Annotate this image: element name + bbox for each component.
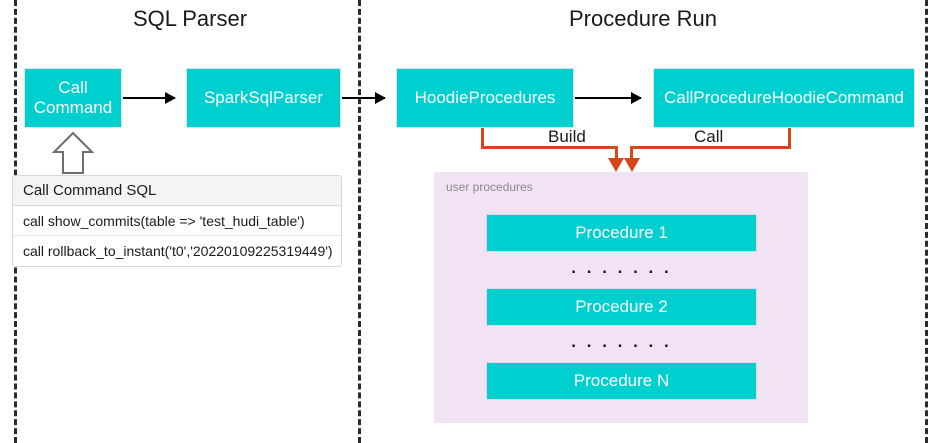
arrow-spark-sql-parser-to-hoodie-procedures	[342, 92, 386, 104]
call-arrowhead-icon	[624, 158, 640, 172]
node-call-command-line1: Call	[58, 77, 88, 97]
divider-right	[925, 0, 928, 443]
procedures-ellipsis: . . . . . . .	[571, 332, 672, 351]
build-arrowhead-icon	[608, 158, 624, 172]
sql-table-header: Call Command SQL	[13, 176, 341, 206]
connector-label-build: Build	[548, 127, 586, 146]
build-connector-segment	[481, 146, 618, 149]
divider-middle	[358, 0, 361, 443]
call-connector-segment	[630, 146, 633, 160]
call-command-sql-table: Call Command SQL call show_commits(table…	[12, 175, 342, 267]
table-row: call show_commits(table => 'test_hudi_ta…	[13, 206, 341, 236]
section-title-sql-parser: SQL Parser	[132, 6, 248, 31]
node-call-command-line2: Command	[33, 98, 113, 117]
user-procedures-panel: user procedures Procedure 1 . . . . . . …	[434, 172, 808, 423]
node-spark-sql-parser[interactable]: SparkSqlParser	[186, 68, 341, 128]
section-title-procedure-run: Procedure Run	[569, 6, 717, 31]
list-item[interactable]: Procedure N	[486, 362, 757, 400]
hollow-up-arrow-icon	[52, 131, 94, 174]
call-connector-segment	[788, 128, 791, 149]
list-item[interactable]: Procedure 1	[486, 214, 757, 252]
node-call-command[interactable]: Call Command	[24, 68, 122, 128]
procedures-ellipsis: . . . . . . .	[571, 258, 672, 277]
connector-label-call: Call	[694, 127, 724, 146]
build-connector-segment	[615, 146, 618, 160]
user-procedures-label: user procedures	[446, 180, 533, 194]
arrow-call-command-to-spark-sql-parser	[123, 92, 176, 104]
call-connector-segment	[630, 146, 791, 149]
build-connector-segment	[481, 128, 484, 149]
node-call-procedure-hoodie-command[interactable]: CallProcedureHoodieCommand	[653, 68, 915, 128]
node-hoodie-procedures[interactable]: HoodieProcedures	[396, 68, 574, 128]
list-item[interactable]: Procedure 2	[486, 288, 757, 326]
table-row: call rollback_to_instant('t0','202201092…	[13, 236, 341, 266]
arrow-hoodie-procedures-to-call-procedure-hoodie-command	[575, 92, 642, 104]
